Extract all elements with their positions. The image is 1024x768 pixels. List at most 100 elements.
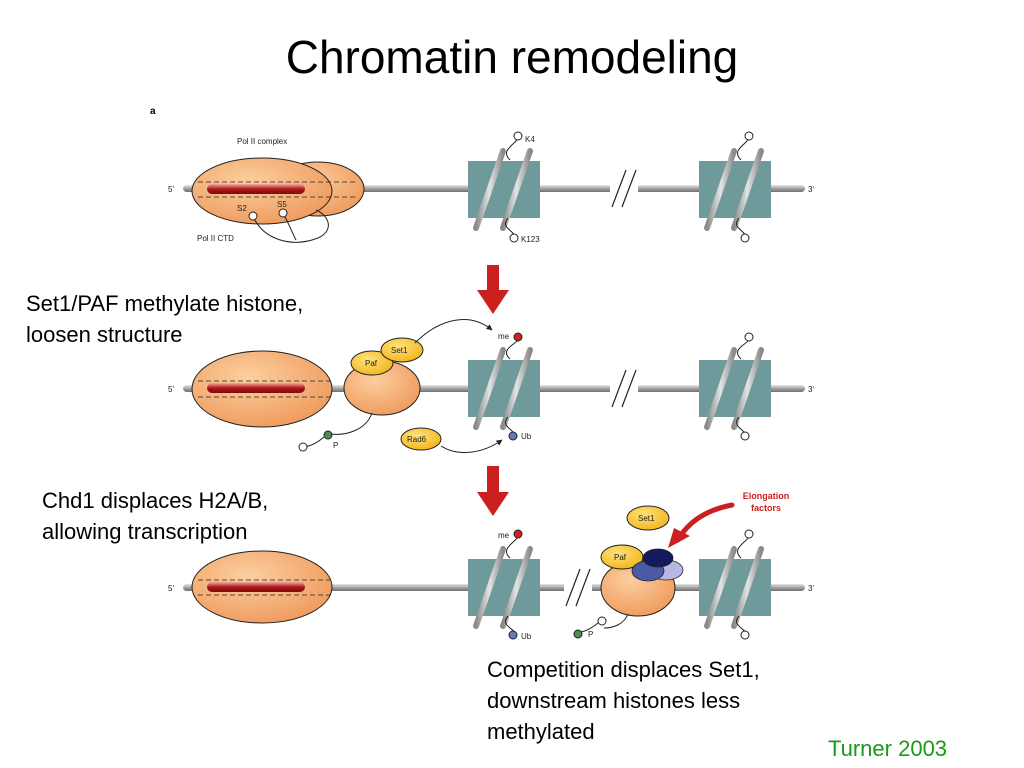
tail-site-icon	[744, 131, 754, 141]
histone-tail	[736, 339, 750, 360]
credit-citation: Turner 2003	[828, 736, 948, 761]
dna-gap	[610, 380, 638, 397]
step3-note: Competition displaces Set1, downstream h…	[487, 654, 760, 747]
histone-tail	[505, 615, 515, 633]
dna-wrap	[731, 148, 764, 231]
histone-tail	[736, 217, 746, 237]
tail-site-icon	[740, 431, 750, 441]
s5-label: S5	[277, 200, 287, 209]
panel-letter: a	[150, 106, 156, 117]
k4-label: K4	[525, 135, 535, 144]
paf-label: Paf	[614, 553, 627, 562]
set1-label: Set1	[391, 346, 408, 355]
ctd-tail	[603, 613, 629, 629]
tail-site-icon	[740, 233, 750, 243]
dna-gap	[610, 180, 638, 197]
phospho-site-icon	[573, 629, 583, 639]
dna-wrap	[704, 347, 737, 430]
pol2-ctd-label: Pol II CTD	[197, 234, 234, 243]
nucleosome	[699, 360, 771, 417]
histone-tail	[736, 536, 750, 559]
ubiquitin-mark-icon	[508, 431, 518, 441]
step-down-arrow-icon	[477, 466, 509, 516]
five-prime-label: 5'	[168, 584, 174, 593]
histone-tail	[505, 339, 519, 360]
three-prime-label: 3'	[808, 385, 814, 394]
dna-wrap	[704, 546, 737, 629]
p-label: P	[588, 630, 593, 639]
s2-label: S2	[237, 204, 247, 213]
histone-tail	[505, 137, 519, 161]
ub-label: Ub	[521, 432, 532, 441]
step3-note-line3: methylated	[487, 719, 595, 744]
methylation-arrow	[414, 319, 493, 344]
break-mark-icon	[611, 369, 627, 408]
step1-note-line2: loosen structure	[26, 322, 183, 347]
dna-wrap	[500, 546, 533, 629]
phospho-site-icon	[323, 430, 333, 440]
break-mark-icon	[621, 169, 637, 208]
dna-wrap	[473, 347, 506, 430]
k4-site-icon	[513, 131, 523, 141]
panel-1: 5' 3' Pol II complex S2 S5 Pol II CTD K4…	[168, 131, 814, 244]
ctd-tail	[304, 436, 325, 448]
methyl-mark-icon	[513, 529, 523, 539]
ctd-site-icon	[298, 442, 308, 452]
ctd-site-icon	[597, 616, 607, 626]
step1-note-line1: Set1/PAF methylate histone,	[26, 291, 304, 316]
break-mark-icon	[611, 169, 627, 208]
ubiquitin-mark-icon	[508, 630, 518, 640]
methyl-mark-icon	[513, 332, 523, 342]
nucleosome	[468, 559, 540, 616]
set1-label: Set1	[638, 514, 655, 523]
ctd-tail	[329, 412, 373, 435]
nucleosome	[699, 559, 771, 616]
histone-tail	[505, 217, 515, 237]
three-prime-label: 3'	[808, 584, 814, 593]
me-label: me	[498, 332, 510, 341]
ub-label: Ub	[521, 632, 532, 641]
k123-site-icon	[509, 233, 519, 243]
tail-site-icon	[740, 630, 750, 640]
me-label: me	[498, 531, 510, 540]
elongation-label-line1: Elongation	[743, 491, 790, 501]
dna-gap	[564, 579, 592, 596]
paf-label: Paf	[365, 359, 378, 368]
dna-wrap	[473, 148, 506, 231]
rna-transcript	[207, 582, 305, 592]
s5-site-icon	[278, 208, 288, 218]
histone-tail	[505, 536, 519, 559]
dna-wrap	[500, 148, 533, 231]
rna-transcript	[207, 383, 305, 393]
dna-wrap	[500, 347, 533, 430]
k123-label: K123	[521, 235, 540, 244]
rna-transcript	[207, 184, 305, 194]
break-mark-icon	[575, 568, 591, 607]
tail-site-icon	[744, 529, 754, 539]
five-prime-label: 5'	[168, 385, 174, 394]
elongation-arrow-head-icon	[668, 528, 690, 548]
paf-subunit	[350, 350, 394, 376]
set1-subunit-displaced	[626, 505, 670, 531]
dna-wrap	[473, 546, 506, 629]
step2-note: Chd1 displaces H2A/B, allowing transcrip…	[42, 485, 268, 547]
rad6-subunit	[400, 427, 442, 451]
step2-note-line1: Chd1 displaces H2A/B,	[42, 488, 269, 513]
break-mark-icon	[621, 369, 637, 408]
dna-wrap	[704, 148, 737, 231]
ctd-tail	[252, 209, 329, 243]
step-down-arrow-icon	[477, 265, 509, 314]
elongation-factor-dark	[642, 548, 674, 568]
nucleosome	[468, 161, 540, 218]
step3-note-line2: downstream histones less	[487, 688, 741, 713]
nucleosome	[468, 360, 540, 417]
ctd-tail	[580, 622, 599, 633]
pol2-complex-label: Pol II complex	[237, 137, 287, 146]
rad6-label: Rad6	[407, 435, 427, 444]
dna-wrap	[731, 546, 764, 629]
panel-3: 5' 3' me Ub Set1 Paf P	[168, 491, 814, 641]
three-prime-label: 3'	[808, 185, 814, 194]
nucleosome	[699, 161, 771, 218]
slide-title: Chromatin remodeling	[285, 31, 739, 83]
